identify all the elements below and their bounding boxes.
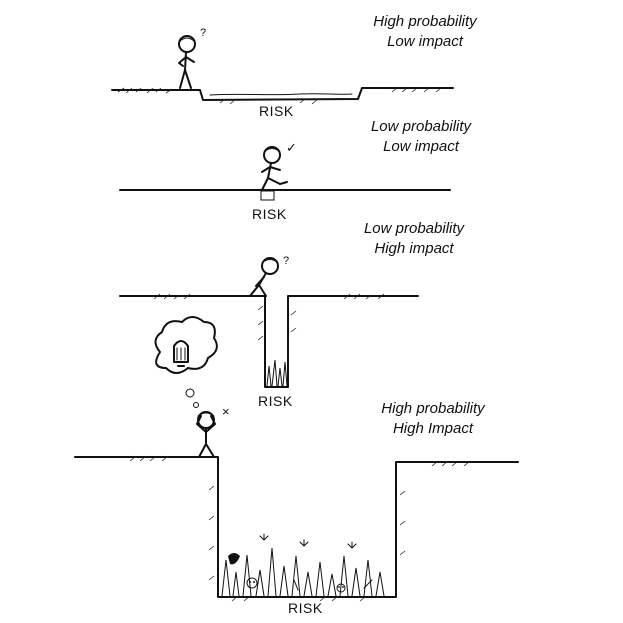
panel-4-impact: High Impact: [392, 420, 474, 437]
panel-2-caption: Low probability Low impact: [346, 117, 496, 157]
thought-bubble-icon: [154, 316, 218, 408]
panel-1-risk-label: RISK: [259, 103, 294, 119]
panel-1-impact: Low impact: [387, 33, 463, 50]
panel-1-person-mark: ?: [200, 27, 206, 39]
stick-figure-icon: [178, 35, 196, 89]
skull-icon: [246, 577, 346, 593]
grass-spikes-icon: [266, 359, 288, 387]
panel-3-impact: High impact: [374, 240, 454, 257]
bone-icon: [293, 579, 373, 591]
panel-2-person-mark: ✓: [286, 140, 297, 155]
panel-4-person-mark: ×: [222, 404, 230, 419]
stick-figure-icon: [249, 257, 279, 297]
panel-4-risk-label: RISK: [288, 600, 323, 616]
panel-2-probability: Low probability: [370, 118, 472, 135]
helmet-icon: [228, 553, 240, 565]
panel-2-ground: [119, 189, 451, 201]
grass-spikes-icon: [221, 533, 385, 597]
panel-1-probability: High probability: [373, 13, 477, 30]
stick-figure-icon: [261, 146, 288, 191]
panel-2-impact: Low impact: [383, 138, 459, 155]
panel-4-probability: High probability: [381, 400, 485, 417]
panel-3-person-mark: ?: [283, 255, 289, 267]
panel-3-risk-label: RISK: [258, 393, 293, 409]
panel-4-caption: High probability High Impact: [358, 399, 508, 439]
stick-figure-icon: [196, 411, 216, 458]
panel-3-ground: [119, 293, 419, 388]
panel-3-probability: Low probability: [363, 220, 465, 237]
panel-1-ground: [111, 86, 454, 105]
panel-2-risk-label: RISK: [252, 206, 287, 222]
panel-1-caption: High probability Low impact: [350, 12, 500, 52]
panel-3-caption: Low probability High impact: [339, 219, 489, 259]
panel-4-ground: [74, 455, 519, 602]
